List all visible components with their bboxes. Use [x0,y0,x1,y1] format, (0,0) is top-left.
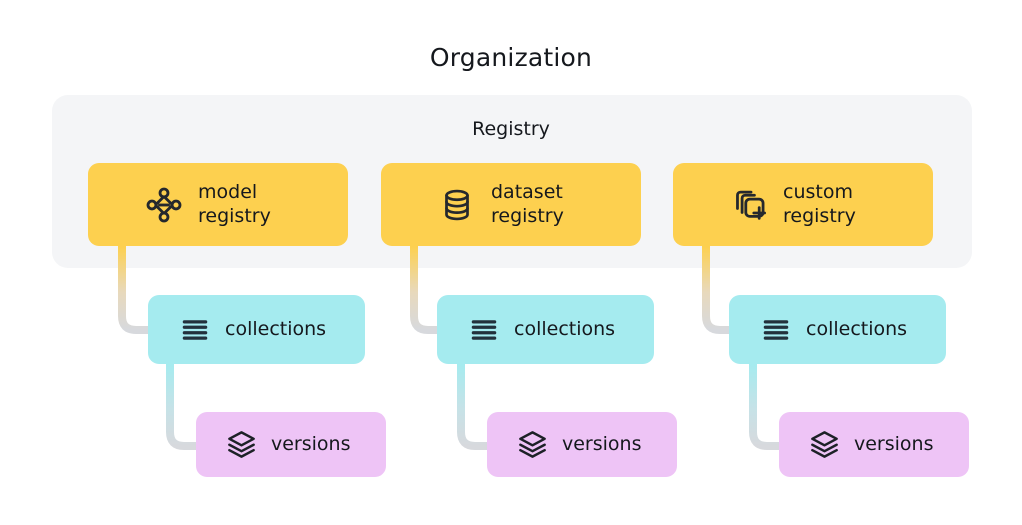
list-lines-icon [467,313,501,347]
card-versions-3[interactable]: versions [779,412,969,477]
list-lines-icon [178,313,212,347]
layers-stack-icon [515,428,549,462]
organization-title: Organization [429,43,593,72]
layers-stack-icon [224,428,258,462]
card-label: model registry [198,181,271,227]
stacked-squares-plus-icon [729,185,769,225]
list-lines-icon [759,313,793,347]
card-collections-1[interactable]: collections [148,295,365,364]
card-label: versions [271,432,351,455]
card-label: dataset registry [491,181,564,227]
registry-title: Registry [472,118,550,140]
card-label: versions [854,432,934,455]
card-label: collections [806,317,908,340]
card-versions-1[interactable]: versions [196,412,386,477]
card-versions-2[interactable]: versions [487,412,677,477]
card-label: custom registry [783,181,856,227]
model-nodes-icon [144,185,184,225]
card-dataset-registry[interactable]: dataset registry [381,163,641,246]
card-collections-3[interactable]: collections [729,295,946,364]
card-label: versions [562,432,642,455]
card-label: collections [225,317,327,340]
card-label: collections [514,317,616,340]
card-model-registry[interactable]: model registry [88,163,348,246]
card-custom-registry[interactable]: custom registry [673,163,933,246]
layers-stack-icon [807,428,841,462]
card-collections-2[interactable]: collections [437,295,654,364]
database-cylinder-icon [437,185,477,225]
